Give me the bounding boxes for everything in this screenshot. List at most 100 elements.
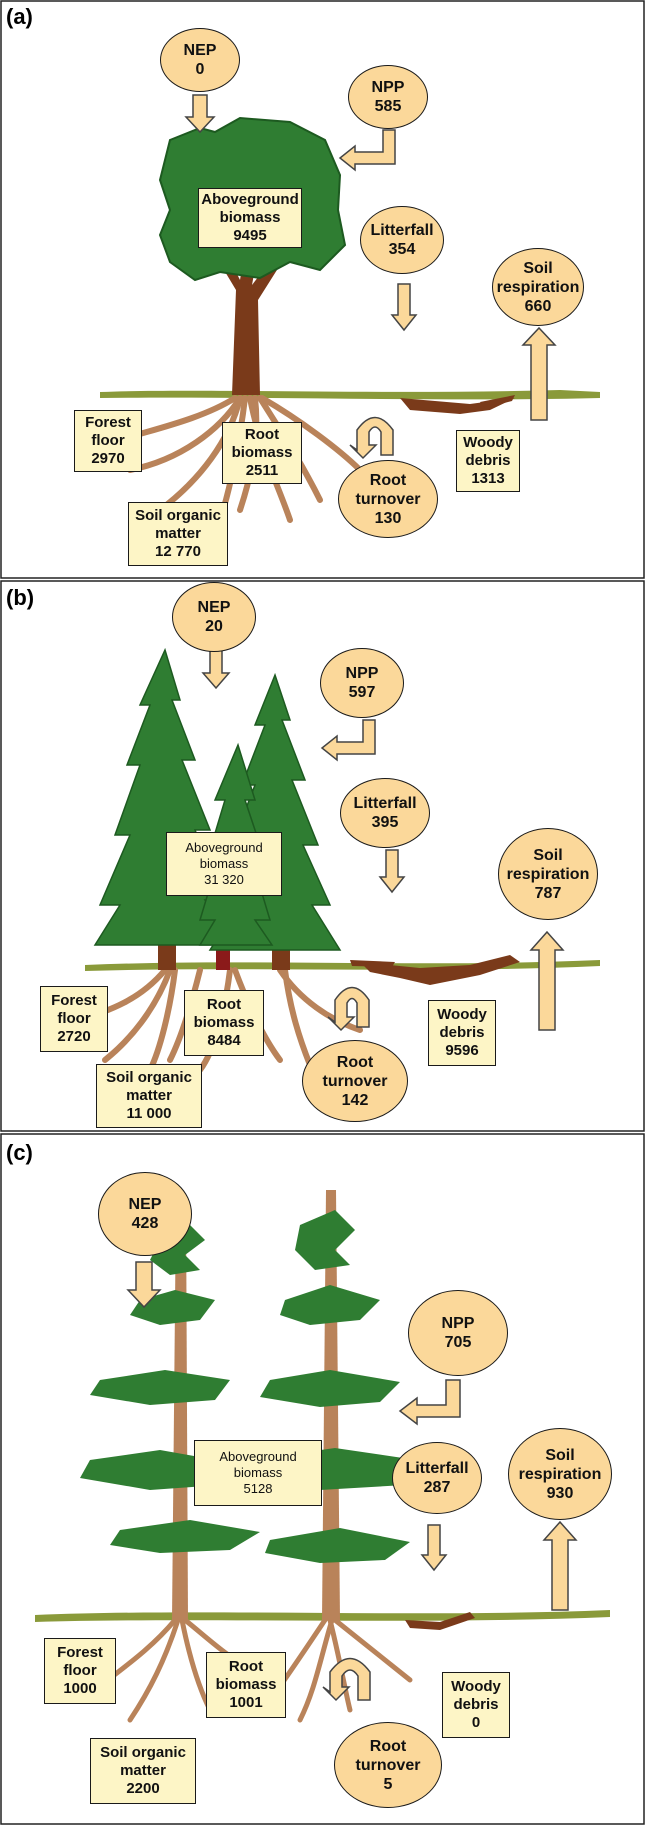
litterfall-value: 395 xyxy=(371,814,399,831)
root-biomass-value: 8484 xyxy=(207,1032,241,1049)
aboveground-value: 31 320 xyxy=(204,872,244,887)
soil-respiration-node: Soil respiration 930 xyxy=(508,1428,612,1520)
root-turnover-arrow xyxy=(327,986,370,1032)
forest-floor-line1: Forest xyxy=(57,1644,103,1661)
root-turnover-node: Root turnover 142 xyxy=(302,1040,408,1122)
npp-arrow xyxy=(338,129,396,172)
nep-node: NEP 0 xyxy=(160,28,240,92)
root-turnover-node: Root turnover 5 xyxy=(334,1722,442,1808)
ground-line xyxy=(100,390,600,400)
aboveground-biomass-box: Aboveground biomass 31 320 xyxy=(166,832,282,896)
litterfall-arrow xyxy=(390,283,418,332)
forest-floor-box: Forest floor 2720 xyxy=(40,986,108,1052)
root-turnover-arrow xyxy=(349,416,394,460)
forest-floor-line1: Forest xyxy=(51,992,97,1009)
soil-respiration-arrow xyxy=(542,1520,578,1611)
woody-debris-box: Woody debris 1313 xyxy=(456,430,520,492)
nep-name: NEP xyxy=(128,1196,162,1213)
soil-organic-matter-box: Soil organic matter 2200 xyxy=(90,1738,196,1804)
root-turnover-line1: Root xyxy=(336,1053,374,1071)
roots xyxy=(92,1617,413,1723)
root-biomass-line1: Root xyxy=(228,1658,264,1675)
npp-node: NPP 597 xyxy=(320,648,404,718)
nep-node: NEP 428 xyxy=(98,1172,192,1256)
panel-b-label: (b) xyxy=(6,585,35,610)
woody-debris-box: Woody debris 9596 xyxy=(428,1000,496,1066)
woody-debris-line1: Woody xyxy=(463,434,513,451)
nep-name: NEP xyxy=(197,599,231,616)
forest-floor-value: 2970 xyxy=(91,450,125,467)
root-biomass-line2: biomass xyxy=(215,1676,277,1693)
npp-arrow xyxy=(320,719,376,762)
root-turnover-value: 5 xyxy=(383,1775,393,1793)
soil-respiration-value: 930 xyxy=(546,1484,574,1502)
soil-respiration-line2: respiration xyxy=(518,1465,602,1483)
aboveground-line2: biomass xyxy=(199,856,249,871)
root-turnover-value: 142 xyxy=(341,1091,369,1109)
soil-respiration-line1: Soil xyxy=(523,259,553,277)
root-turnover-line1: Root xyxy=(369,1737,407,1755)
root-turnover-arrow xyxy=(322,1657,371,1702)
soil-respiration-arrow xyxy=(521,326,557,421)
litterfall-node: Litterfall 395 xyxy=(340,778,430,848)
forest-floor-line2: floor xyxy=(63,1662,97,1679)
litterfall-name: Litterfall xyxy=(353,795,417,812)
litterfall-node: Litterfall 354 xyxy=(360,206,444,274)
litterfall-arrow xyxy=(378,849,406,894)
soil-organic-line1: Soil organic xyxy=(100,1744,186,1761)
soil-respiration-line2: respiration xyxy=(496,278,580,296)
soil-respiration-line1: Soil xyxy=(533,846,563,864)
nep-value: 20 xyxy=(205,618,223,635)
nep-name: NEP xyxy=(183,42,217,59)
soil-respiration-line2: respiration xyxy=(506,865,590,883)
soil-respiration-node: Soil respiration 660 xyxy=(492,248,584,326)
nep-arrow xyxy=(184,94,216,134)
root-turnover-line1: Root xyxy=(369,471,407,489)
panel-a-arrows xyxy=(184,94,557,460)
aboveground-value: 9495 xyxy=(233,227,267,244)
root-biomass-line1: Root xyxy=(244,426,280,443)
panel-a-label: (a) xyxy=(6,4,33,29)
trunk xyxy=(215,250,282,395)
panel-c-arrows xyxy=(126,1261,578,1702)
litterfall-arrow xyxy=(420,1524,448,1572)
npp-arrow xyxy=(398,1379,461,1426)
aboveground-line1: Aboveground xyxy=(185,840,263,855)
soil-organic-value: 12 770 xyxy=(155,543,201,560)
npp-name: NPP xyxy=(345,665,379,682)
npp-name: NPP xyxy=(441,1315,475,1332)
soil-organic-line1: Soil organic xyxy=(135,507,221,524)
nep-node: NEP 20 xyxy=(172,582,256,652)
npp-node: NPP 705 xyxy=(408,1290,508,1376)
root-biomass-box: Root biomass 1001 xyxy=(206,1652,286,1718)
soil-respiration-node: Soil respiration 787 xyxy=(498,828,598,920)
woody-debris-log xyxy=(405,1612,475,1630)
root-turnover-node: Root turnover 130 xyxy=(338,460,438,538)
panel-b-arrows xyxy=(201,649,565,1032)
aboveground-value: 5128 xyxy=(243,1481,273,1496)
soil-organic-matter-box: Soil organic matter 12 770 xyxy=(128,502,228,566)
npp-value: 585 xyxy=(374,98,402,115)
npp-name: NPP xyxy=(371,79,405,96)
forest-floor-box: Forest floor 2970 xyxy=(74,410,142,472)
woody-debris-line1: Woody xyxy=(451,1678,501,1695)
woody-debris-log xyxy=(360,955,520,985)
soil-organic-value: 2200 xyxy=(126,1780,160,1797)
soil-respiration-value: 787 xyxy=(534,884,562,902)
root-biomass-box: Root biomass 8484 xyxy=(184,990,264,1056)
aboveground-biomass-box: Aboveground biomass 9495 xyxy=(198,188,302,248)
woody-debris-box: Woody debris 0 xyxy=(442,1672,510,1738)
root-turnover-line2: turnover xyxy=(355,1756,421,1774)
nep-arrow xyxy=(201,649,231,690)
panel-c-label: (c) xyxy=(6,1140,33,1165)
litterfall-value: 354 xyxy=(388,241,416,258)
soil-organic-value: 11 000 xyxy=(126,1105,172,1122)
litterfall-name: Litterfall xyxy=(405,1460,469,1477)
woody-debris-value: 0 xyxy=(471,1714,481,1731)
root-turnover-value: 130 xyxy=(374,509,402,527)
woody-debris-value: 1313 xyxy=(471,470,505,487)
root-biomass-value: 1001 xyxy=(229,1694,263,1711)
soil-organic-line2: matter xyxy=(155,525,201,542)
woody-debris-line1: Woody xyxy=(437,1006,487,1023)
